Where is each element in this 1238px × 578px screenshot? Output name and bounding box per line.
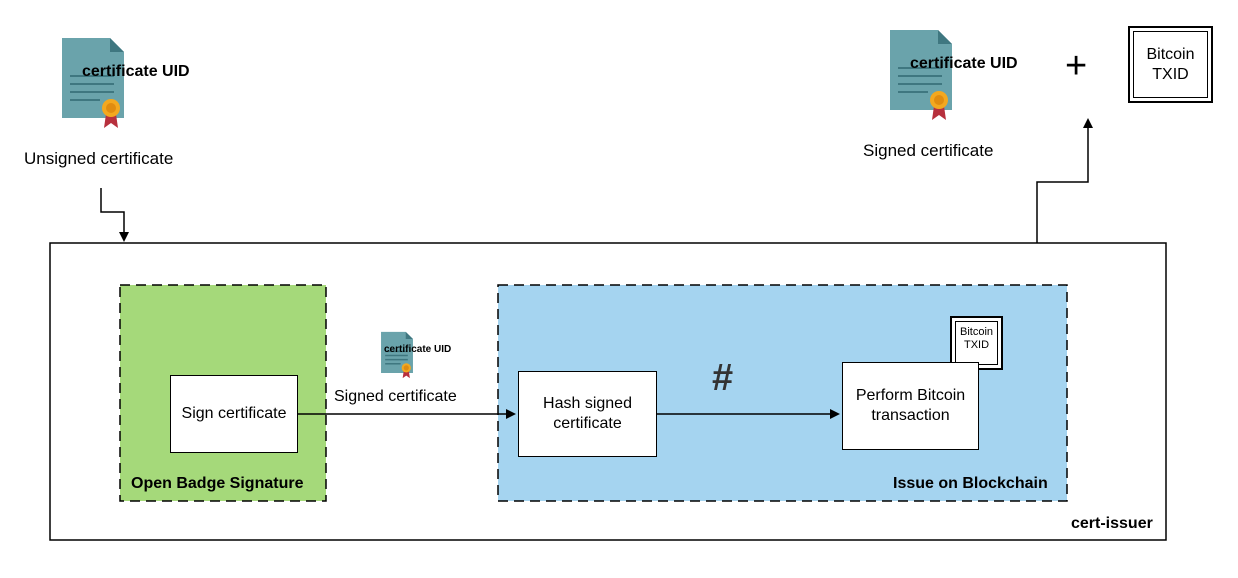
sign-certificate-label: Sign certificate [181,405,287,422]
issue-on-blockchain-label: Issue on Blockchain [893,475,1048,492]
hash-icon: # [712,357,734,399]
open-badge-signature-label: Open Badge Signature [131,475,304,492]
txid-output-line1: Bitcoin [1146,45,1195,63]
middle-certificate-group: certificate UID [380,330,490,382]
txid-small-line2: TXID [963,339,990,351]
hash-label-line1: Hash signed [543,395,632,412]
middle-signed-certificate-caption: Signed certificate [334,388,457,405]
plus-icon: + [1065,45,1088,87]
txid-output-line2: TXID [1152,65,1189,83]
perform-bitcoin-transaction-box-front: Perform Bitcoin transaction [842,362,979,450]
unsigned-certificate-group: certificate UID [60,36,220,131]
sign-certificate-box: Sign certificate [170,375,298,453]
bitcoin-txid-output-box: Bitcoin TXID [1128,26,1213,103]
txid-small-line1: Bitcoin [959,326,994,338]
hash-signed-certificate-box: Hash signed certificate [518,371,657,457]
bitcoin-txid-small-box: Bitcoin TXID [950,316,1003,370]
hash-label-line2: certificate [553,415,622,432]
signed-certificate-output-group: certificate UID [888,28,1048,123]
tx-front-line1: Perform Bitcoin [855,387,966,404]
unsigned-certificate-caption: Unsigned certificate [24,149,174,168]
certificate-document-icon [62,38,124,128]
arrow-issuer-to-output [1036,118,1093,243]
certificate-document-icon [381,331,413,379]
signed-cert-uid-label: certificate UID [910,55,1018,72]
middle-cert-uid-label: certificate UID [384,344,452,355]
tx-front-line2: transaction [871,407,950,424]
signed-certificate-caption: Signed certificate [863,141,994,160]
certificate-document-icon [890,30,952,120]
arrow-unsigned-to-issuer [100,188,129,242]
cert-issuer-label: cert-issuer [1071,515,1153,532]
unsigned-cert-uid-label: certificate UID [82,63,190,80]
